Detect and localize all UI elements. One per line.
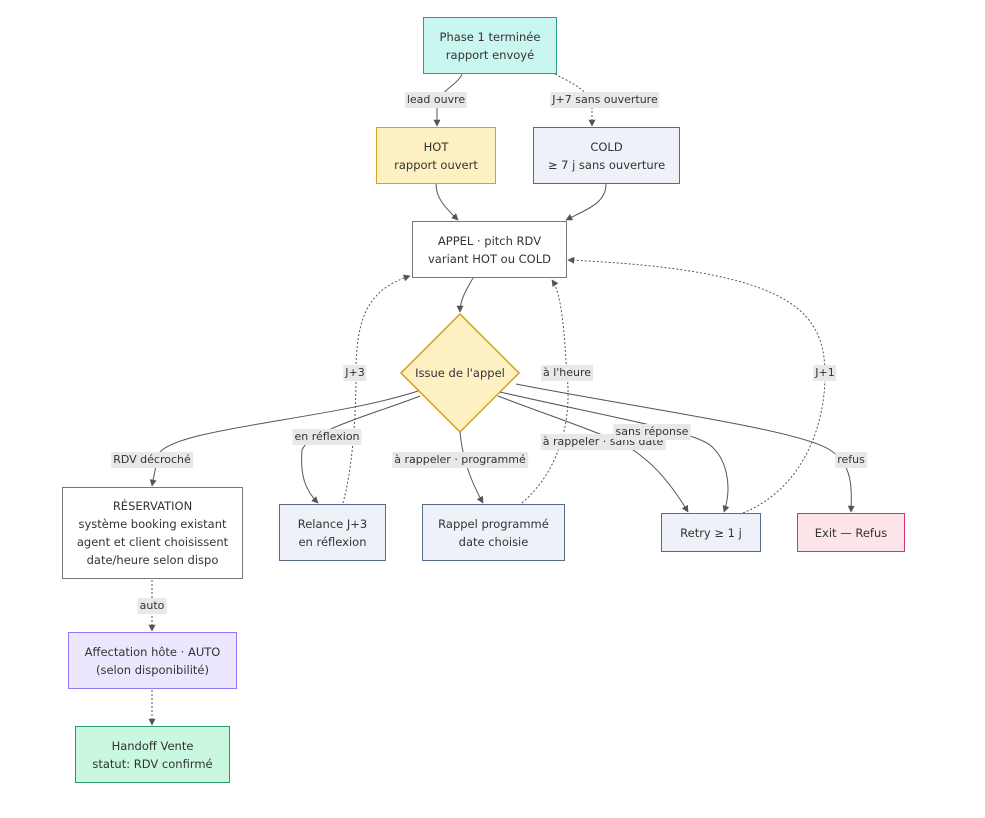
edge-label: lead ouvre <box>404 92 468 108</box>
edge-label: J+1 <box>813 365 837 381</box>
node-affectation-line: (selon disponibilité) <box>96 662 209 677</box>
edge-cold-to-appel <box>565 183 607 221</box>
node-affectation: Affectation hôte · AUTO (selon disponibil… <box>68 632 237 689</box>
node-hot-line: rapport ouvert <box>394 157 478 172</box>
edge-rappel-to-appel <box>521 279 569 504</box>
node-rappel-line: date choisie <box>458 534 529 549</box>
edge-retry-to-appel <box>567 256 826 514</box>
node-appel-line: APPEL · pitch RDV <box>437 233 542 248</box>
node-reservation-line: agent et client choisissent <box>76 535 229 549</box>
node-exit-line: Exit — Refus <box>814 525 888 540</box>
node-affectation-line: Affectation hôte · AUTO <box>84 644 221 659</box>
node-reservation-line: date/heure selon dispo <box>86 553 219 567</box>
node-exit: Exit — Refus <box>797 513 905 552</box>
edge-label: refus <box>835 452 867 468</box>
edge-label: à l'heure <box>540 365 594 381</box>
node-phase1: Phase 1 terminée rapport envoyé <box>423 17 557 74</box>
node-handoff-line: statut: RDV confirmé <box>92 756 213 771</box>
edge-hot-to-appel <box>435 183 459 221</box>
node-cold-line: ≥ 7 j sans ouverture <box>547 157 666 172</box>
edge-label: RDV décroché <box>111 452 193 468</box>
edge-relance-to-appel <box>342 274 411 504</box>
edge-label: auto <box>137 598 167 614</box>
node-handoff: Handoff Vente statut: RDV confirmé <box>75 726 230 783</box>
edge-issue-to-relance <box>301 395 421 504</box>
edge-label: à rappeler · programmé <box>392 452 528 468</box>
edge-phase1-to-cold <box>554 73 596 127</box>
edge-label: en réflexion <box>292 429 362 445</box>
node-rappel: Rappel programmé date choisie <box>422 504 565 561</box>
node-cold: COLD ≥ 7 j sans ouverture <box>533 127 680 184</box>
edge-label: sans réponse <box>613 424 691 440</box>
edge-label: J+7 sans ouverture <box>550 92 660 108</box>
node-relance: Relance J+3 en réflexion <box>279 504 386 561</box>
edge-issue-to-retry <box>499 391 730 513</box>
node-retry: Retry ≥ 1 j <box>661 513 761 552</box>
edge-label: J+3 <box>343 365 367 381</box>
node-relance-line: Relance J+3 <box>297 516 368 531</box>
node-rappel-line: Rappel programmé <box>438 516 549 531</box>
edge-issue-to-exit <box>515 383 855 513</box>
edge-appel-to-issue <box>456 277 474 313</box>
node-cold-line: COLD <box>590 139 623 154</box>
edge-issue-to-reservation <box>149 390 419 487</box>
node-reservation-line: système booking existant <box>78 517 227 531</box>
node-issue-label: Issue de l'appel <box>415 366 505 380</box>
node-reservation-line: RÉSERVATION <box>112 499 193 513</box>
node-phase1-line: rapport envoyé <box>445 47 535 62</box>
node-hot-line: HOT <box>423 139 449 154</box>
node-relance-line: en réflexion <box>298 534 367 549</box>
node-phase1-line: Phase 1 terminée <box>439 29 541 44</box>
node-appel-line: variant HOT ou COLD <box>428 251 551 266</box>
node-reservation: RÉSERVATION système booking existant agent… <box>62 487 243 579</box>
node-hot: HOT rapport ouvert <box>376 127 496 184</box>
edge-issue-to-retry <box>497 395 689 513</box>
node-retry-line: Retry ≥ 1 j <box>680 525 742 540</box>
node-handoff-line: Handoff Vente <box>111 738 194 753</box>
node-appel: APPEL · pitch RDV variant HOT ou COLD <box>412 221 567 278</box>
